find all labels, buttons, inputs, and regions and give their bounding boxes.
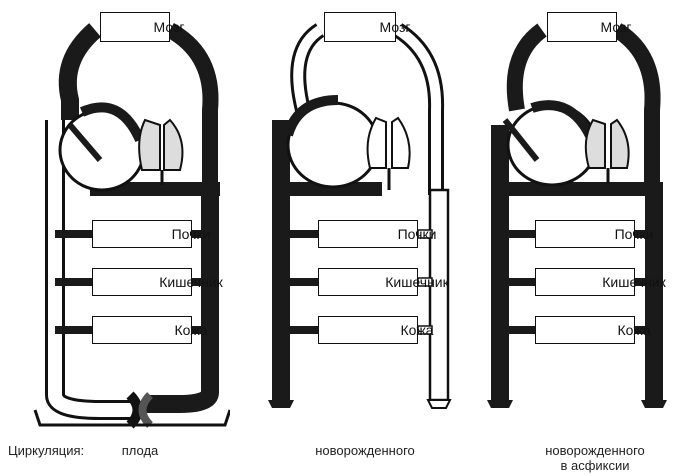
- brain-box: Мозг: [324, 12, 396, 42]
- kidneys-label: Почки: [585, 226, 677, 242]
- intestine-label: Кишечник: [142, 274, 240, 290]
- brain-box: Мозг: [100, 12, 170, 42]
- caption-asphyxia-line2: в асфиксии: [525, 458, 665, 473]
- fetus-circulation-graphic: [30, 0, 230, 430]
- intestine-label: Кишечник: [368, 274, 466, 290]
- skin-box: Кожа: [535, 316, 635, 344]
- skin-label: Кожа: [142, 322, 240, 338]
- kidneys-label: Почки: [368, 226, 466, 242]
- intestine-box: Кишечник: [535, 268, 635, 296]
- kidneys-box: Почки: [318, 220, 418, 248]
- caption-asphyxia-line1: новорожденного: [525, 443, 665, 458]
- intestine-box: Кишечник: [92, 268, 192, 296]
- skin-label: Кожа: [585, 322, 677, 338]
- skin-box: Кожа: [92, 316, 192, 344]
- brain-label: Мозг: [360, 19, 430, 35]
- caption-fetus: плода: [100, 443, 180, 458]
- caption-asphyxia: новорожденного в асфиксии: [525, 443, 665, 473]
- asphyxia-circulation-graphic: [477, 0, 677, 430]
- diagram-asphyxia: Мозг Почки Кишечник Кожа: [477, 0, 677, 430]
- diagram-fetus: Мозг Почки Кишечник Кожа: [30, 0, 230, 430]
- skin-label: Кожа: [368, 322, 466, 338]
- intestine-label: Кишечник: [585, 274, 677, 290]
- caption-prefix: Циркуляция:: [8, 443, 84, 458]
- kidneys-box: Почки: [92, 220, 192, 248]
- skin-box: Кожа: [318, 316, 418, 344]
- newborn-circulation-graphic: [258, 0, 458, 430]
- brain-label: Мозг: [135, 19, 203, 35]
- caption-newborn: новорожденного: [300, 443, 430, 458]
- brain-box: Мозг: [547, 12, 617, 42]
- diagram-newborn: Мозг Почки Кишечник Кожа: [258, 0, 458, 430]
- kidneys-box: Почки: [535, 220, 635, 248]
- brain-label: Мозг: [582, 19, 650, 35]
- kidneys-label: Почки: [142, 226, 240, 242]
- intestine-box: Кишечник: [318, 268, 418, 296]
